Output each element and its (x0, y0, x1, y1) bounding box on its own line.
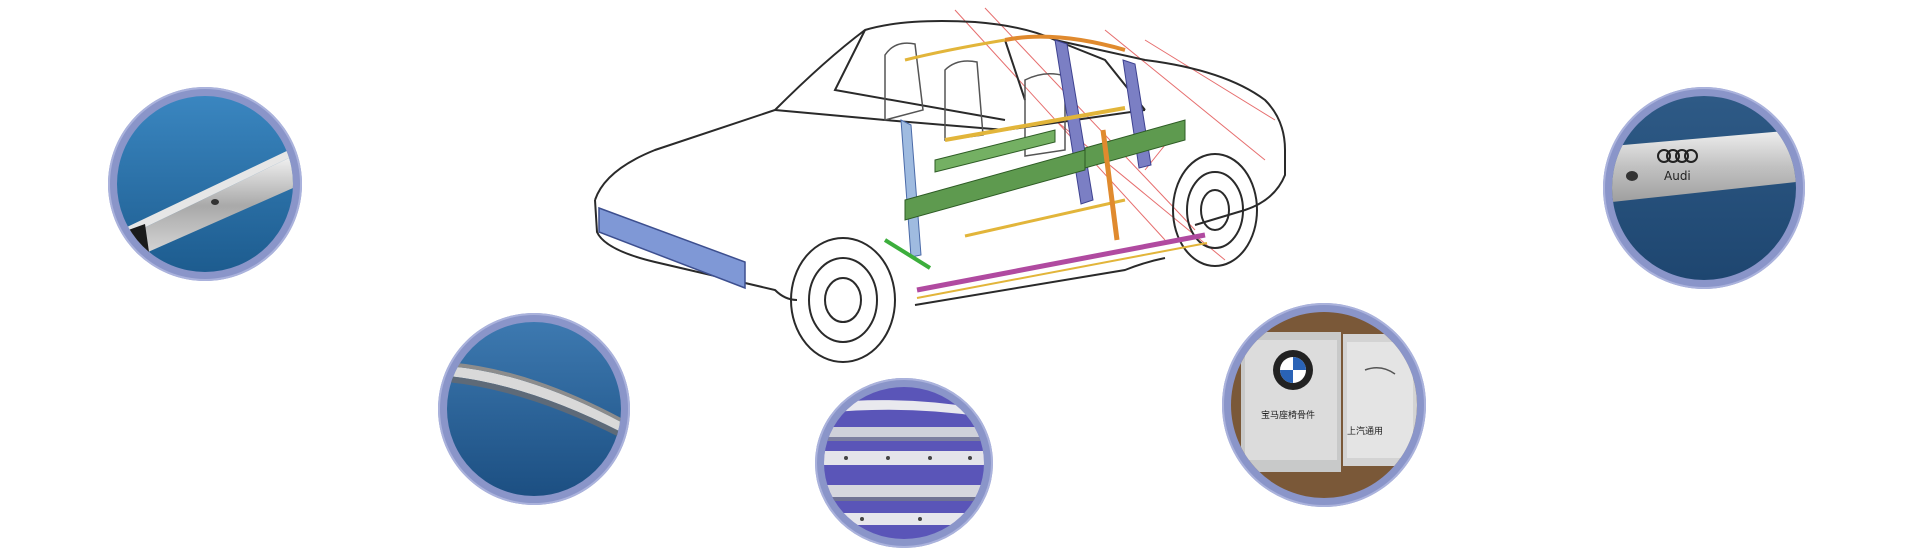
front-floor-brace (883, 238, 932, 270)
hollow-profile-photo (108, 87, 302, 281)
bmw-part-photo: 宝马座椅骨件 上汽通用 (1222, 303, 1426, 507)
seat-rail-upper (944, 106, 1126, 142)
audi-label: Audi (1664, 169, 1691, 183)
rear-door-impact-beam (1084, 119, 1186, 169)
punched-rails-photo (815, 378, 993, 548)
steel-tube-icon (117, 96, 293, 272)
rear-wheel (1172, 153, 1258, 267)
audi-rings-icon (1657, 149, 1698, 163)
curved-strip-photo (438, 313, 630, 505)
windshield-header (904, 38, 1006, 62)
seat-cross-member (934, 129, 1056, 173)
a-pillar-reinforcement (900, 119, 922, 258)
sill-lower-edge (916, 242, 1208, 299)
front-wheel (790, 237, 896, 363)
audi-part-photo: Audi (1603, 87, 1805, 289)
bmw-logo-icon (1273, 350, 1313, 390)
front-door-impact-beam (904, 149, 1086, 221)
steel-strip-icon (447, 322, 621, 496)
interior-seats (884, 42, 1066, 157)
seat-rail-lower (964, 198, 1126, 238)
b-pillar-inner (1100, 129, 1120, 241)
car-body-diagram (594, 7, 1286, 363)
bmw-part-label: 宝马座椅骨件 (1261, 409, 1315, 421)
saic-gm-part-label: 上汽通用 (1347, 425, 1383, 437)
side-sill (916, 232, 1206, 293)
roof-rail (1004, 34, 1126, 52)
steel-rail-icon (824, 387, 984, 539)
front-bumper-beam (598, 206, 746, 290)
